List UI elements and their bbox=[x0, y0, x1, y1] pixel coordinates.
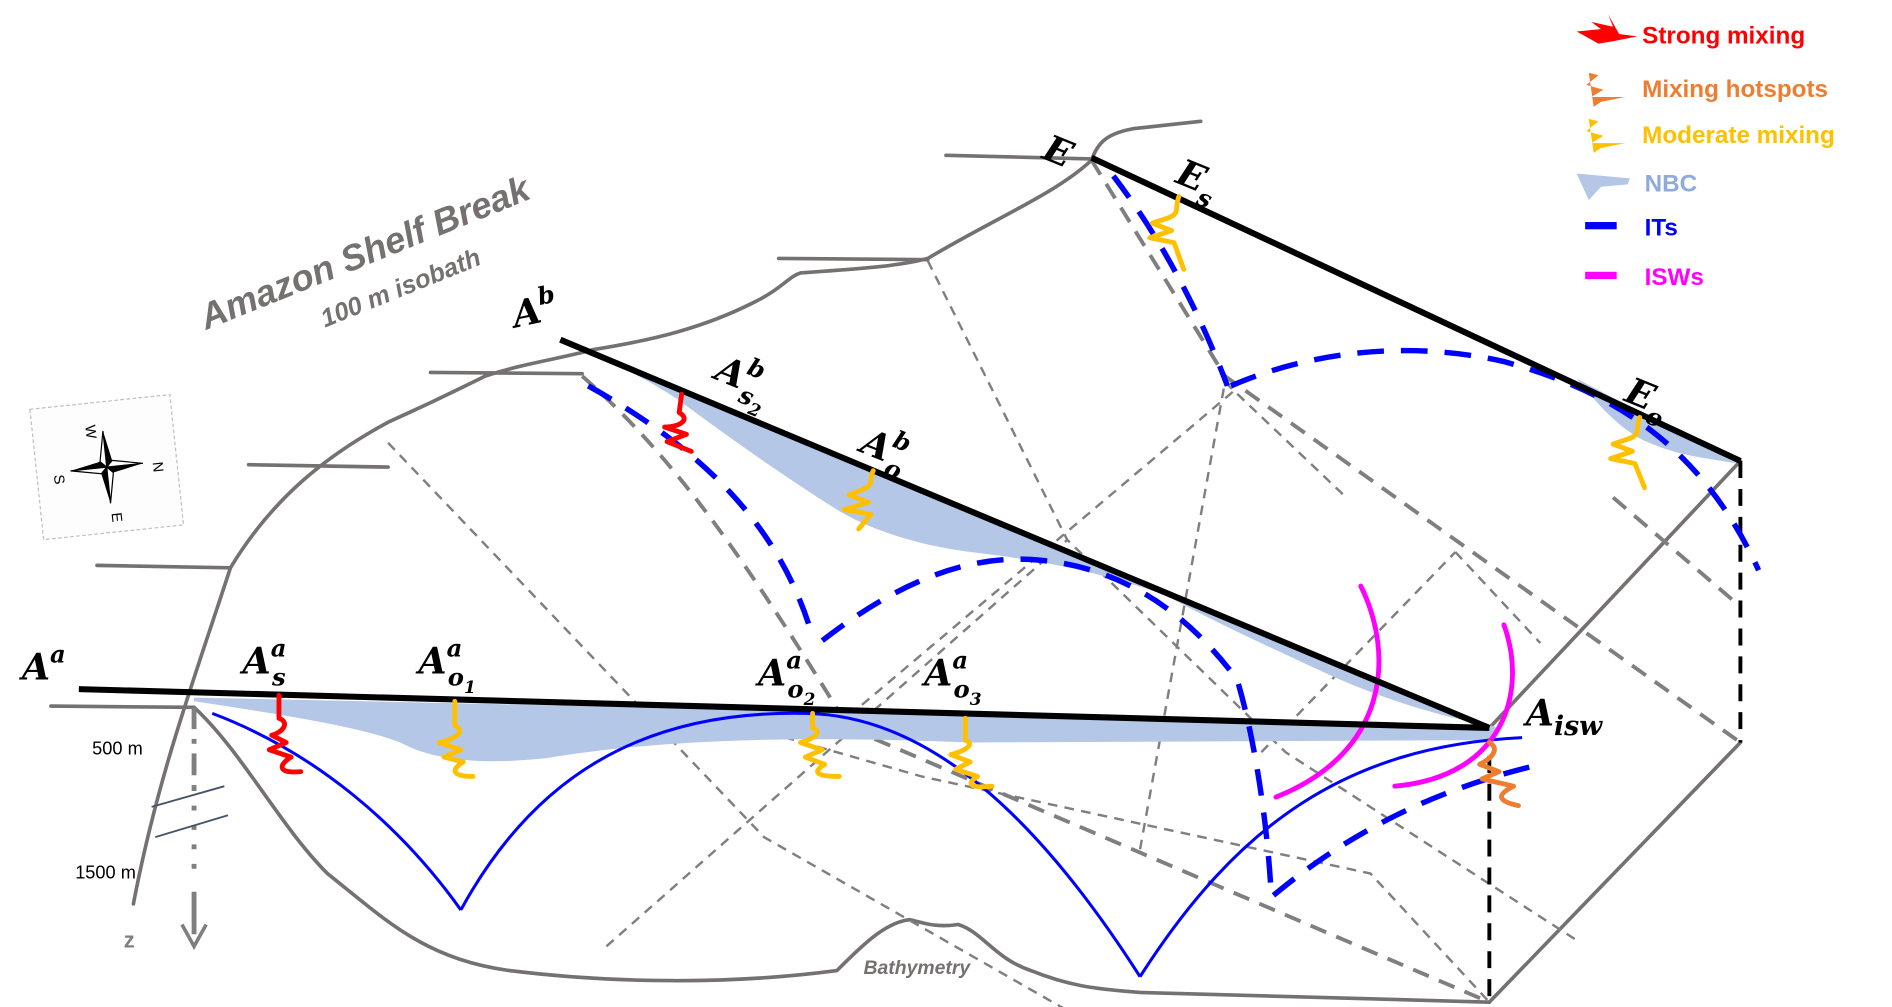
isobath-stub-4 bbox=[246, 462, 390, 469]
depth-tick-500: 500 m bbox=[92, 739, 143, 759]
grid-dashed-thin bbox=[387, 260, 1578, 1007]
section-b bbox=[559, 336, 1491, 731]
moderate-mixing-Ao2-a bbox=[798, 710, 842, 779]
isws-line-icon bbox=[1585, 271, 1617, 280]
nbc-wedge-icon bbox=[1576, 173, 1631, 201]
nbc-section-a bbox=[194, 697, 1499, 762]
internal-solitary-waves bbox=[1273, 583, 1515, 800]
compass-star-icon bbox=[70, 430, 143, 504]
compass-n: N bbox=[149, 461, 166, 473]
moderate-squiggle-icon bbox=[1586, 118, 1626, 153]
compass-rose: W N S E bbox=[29, 393, 185, 541]
label-Aa: Aa bbox=[19, 639, 66, 688]
label-Ab: Ab bbox=[504, 279, 561, 337]
moderate-mixing-Es bbox=[1147, 194, 1187, 272]
legend-item-nbc: NBC bbox=[1576, 171, 1698, 201]
grid-dashed-thick bbox=[580, 159, 1742, 1004]
terrain bbox=[49, 119, 1743, 1004]
isobath-stub-5 bbox=[95, 563, 233, 570]
moderate-mixing-Ao1-a bbox=[436, 698, 476, 779]
internal-tides-solid bbox=[211, 711, 1523, 978]
section-a bbox=[78, 686, 1490, 731]
moderate-mixing-Ao3-a bbox=[948, 715, 995, 790]
isobath-stub-2 bbox=[776, 256, 930, 262]
strong-mixing-As-a bbox=[266, 692, 304, 775]
legend-label: Strong mixing bbox=[1642, 23, 1805, 50]
moderate-mixing-Ao-b bbox=[841, 468, 876, 532]
strong-mixing-squiggle-icon bbox=[1576, 14, 1638, 44]
legend-item-moderate-mixing: Moderate mixing bbox=[1586, 118, 1835, 153]
axis-break-mark-2 bbox=[154, 814, 229, 839]
isobath-stub-6 bbox=[49, 704, 196, 710]
depth-axis bbox=[151, 707, 229, 951]
box-vertical-edges bbox=[1487, 461, 1743, 1003]
shelf-break-line bbox=[131, 119, 1203, 906]
compass-e: E bbox=[108, 512, 125, 524]
isobath-stub-3 bbox=[428, 370, 584, 376]
z-arrow-head bbox=[180, 923, 208, 951]
strong-mixing-As2-b bbox=[662, 391, 694, 454]
legend-label: Mixing hotspots bbox=[1642, 76, 1828, 103]
moderate-mixing-Eo bbox=[1608, 414, 1648, 491]
box-edge-right-upper bbox=[1487, 459, 1743, 730]
isobath-stub-1 bbox=[944, 153, 1094, 161]
label-E: E bbox=[1036, 126, 1080, 177]
section-lines bbox=[78, 154, 1742, 731]
depth-tick-1500: 1500 m bbox=[75, 862, 136, 882]
legend-item-its: ITs bbox=[1585, 214, 1678, 241]
label-Aisw: Aisw bbox=[1523, 692, 1603, 743]
slope-profile bbox=[192, 705, 1492, 1004]
legend-label: ISWs bbox=[1645, 264, 1704, 291]
compass-s: S bbox=[50, 474, 67, 486]
axis-break-mark-1 bbox=[151, 785, 225, 808]
bathymetry-label: Bathymetry bbox=[864, 957, 972, 979]
legend-label: Moderate mixing bbox=[1642, 122, 1835, 149]
compass-w: W bbox=[81, 424, 98, 440]
section-e bbox=[1090, 154, 1742, 464]
legend-item-isws: ISWs bbox=[1585, 264, 1704, 291]
internal-tides-dashed bbox=[586, 174, 1762, 898]
its-dash-icon bbox=[1585, 222, 1617, 230]
hotspot-mixing-Aisw bbox=[1477, 740, 1521, 809]
legend-label: NBC bbox=[1645, 171, 1698, 198]
legend-label: ITs bbox=[1645, 214, 1678, 241]
hotspot-squiggle-icon bbox=[1586, 72, 1626, 107]
legend: Strong mixing Mixing hotspots Moderate m… bbox=[1576, 14, 1835, 291]
depth-axis-label: z bbox=[124, 928, 135, 953]
box-edge-right-lower bbox=[1487, 740, 1743, 1004]
legend-item-mixing-hotspots: Mixing hotspots bbox=[1586, 72, 1828, 107]
legend-item-strong-mixing: Strong mixing bbox=[1576, 14, 1805, 50]
mixing-markers bbox=[266, 194, 1648, 809]
